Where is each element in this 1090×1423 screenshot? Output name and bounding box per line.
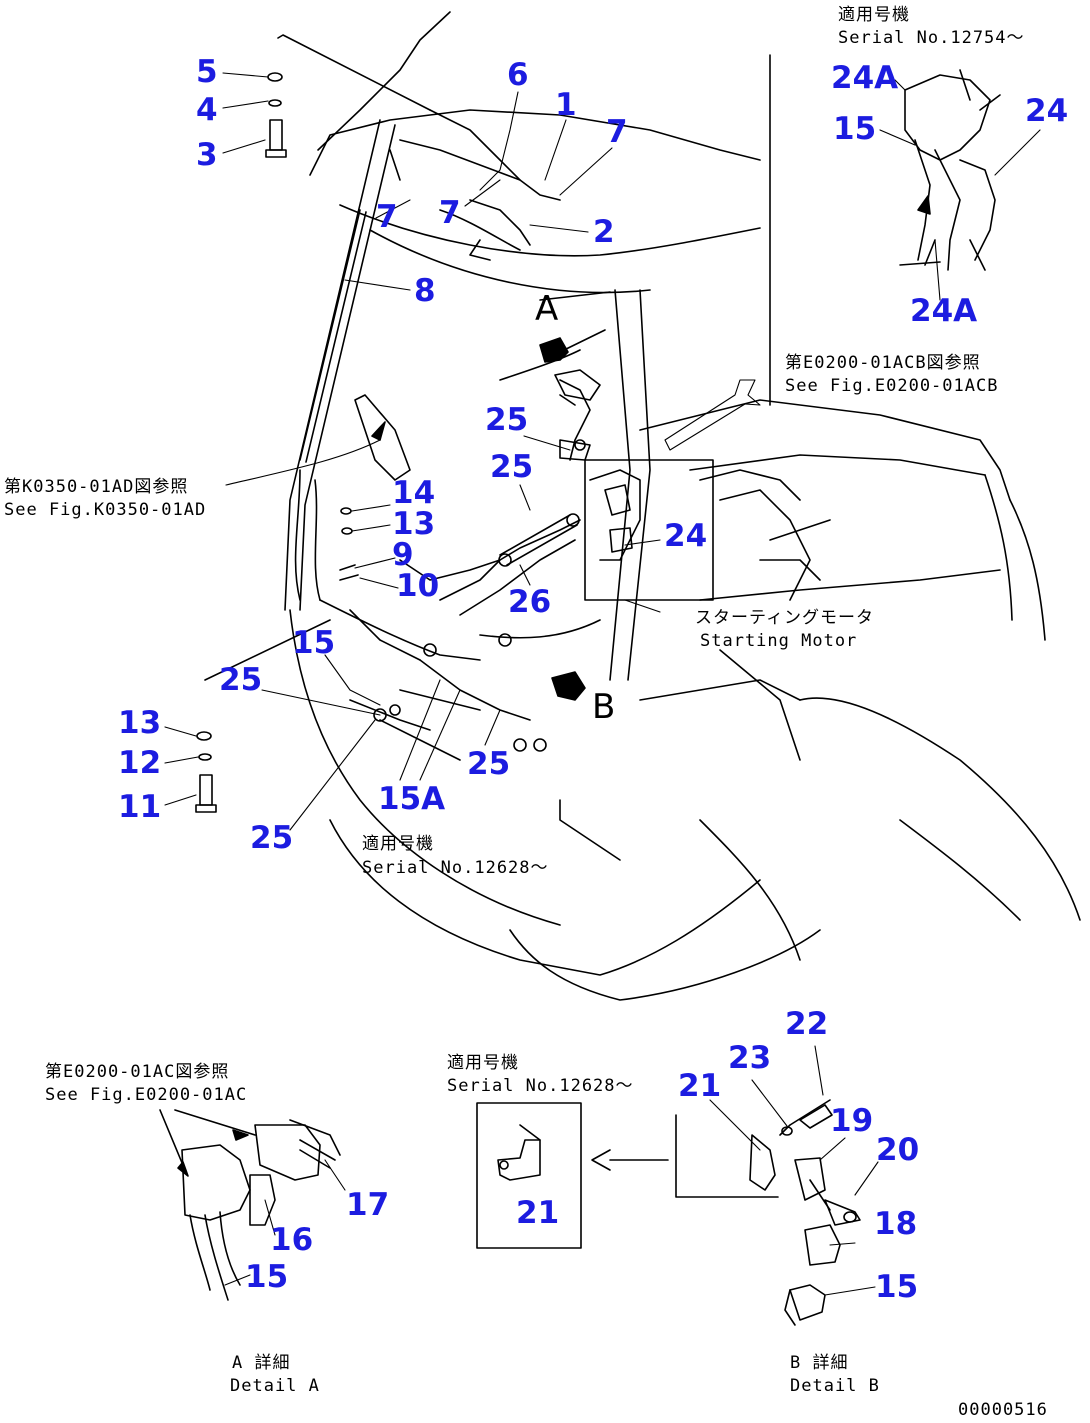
serial-note-mid-en: Serial No.12628～	[362, 858, 549, 878]
callout-7: 7	[439, 195, 461, 231]
callout-5: 5	[196, 54, 218, 90]
callout-11: 11	[118, 789, 162, 825]
callout-8: 8	[414, 273, 436, 309]
callout-25: 25	[219, 662, 263, 698]
callout-15: 15	[875, 1269, 919, 1305]
callout-25: 25	[490, 449, 534, 485]
serial-note-top-jp: 適用号機	[838, 5, 910, 25]
callout-23: 23	[728, 1040, 772, 1076]
serial-note-top-en: Serial No.12754～	[838, 28, 1025, 48]
callout-13: 13	[118, 705, 162, 741]
callout-24a: 24A	[910, 293, 978, 329]
callout-24a: 24A	[831, 60, 899, 96]
callout-12: 12	[118, 745, 162, 781]
callout-19: 19	[830, 1103, 874, 1139]
callout-18: 18	[874, 1206, 918, 1242]
callout-13: 13	[392, 506, 436, 542]
drawing-number: 00000516	[958, 1400, 1048, 1420]
callout-20: 20	[876, 1132, 920, 1168]
reference-k0350-jp: 第K0350-01AD図参照	[4, 477, 189, 497]
detail-a-caption-en: Detail A	[230, 1376, 320, 1396]
serial-note-mid-jp: 適用号機	[362, 834, 434, 854]
serial-note-inset-jp: 適用号機	[447, 1053, 519, 1073]
callout-21: 21	[516, 1195, 560, 1231]
starting-motor-label-jp: スターティングモータ	[695, 608, 874, 628]
callout-21: 21	[678, 1068, 722, 1104]
callout-25: 25	[467, 746, 511, 782]
reference-e0200-ac-jp: 第E0200-01AC図参照	[45, 1062, 230, 1082]
callout-3: 3	[196, 137, 218, 173]
callout-15: 15	[833, 111, 877, 147]
callout-26: 26	[508, 584, 552, 620]
callout-1: 1	[555, 87, 577, 123]
reference-k0350-en: See Fig.K0350-01AD	[4, 500, 207, 520]
reference-e0200-acb-en: See Fig.E0200-01ACB	[785, 376, 999, 396]
callout-25: 25	[250, 820, 294, 856]
view-letter-a: A	[535, 289, 559, 329]
starting-motor-label-en: Starting Motor	[700, 631, 858, 651]
callout-9: 9	[392, 537, 414, 573]
reference-e0200-acb-jp: 第E0200-01ACB図参照	[785, 353, 981, 373]
callout-7: 7	[376, 199, 398, 235]
callout-10: 10	[396, 568, 440, 604]
callout-15: 15	[292, 625, 336, 661]
callout-25: 25	[485, 402, 529, 438]
callout-15: 15	[245, 1259, 289, 1295]
view-letter-b: B	[592, 687, 616, 727]
callout-15a: 15A	[378, 781, 446, 817]
callout-6: 6	[507, 57, 529, 93]
serial-note-inset-en: Serial No.12628～	[447, 1076, 634, 1096]
cab-frame-drawing	[159, 11, 1081, 1326]
callout-22: 22	[785, 1006, 829, 1042]
callout-7: 7	[606, 114, 628, 150]
callout-4: 4	[196, 92, 218, 128]
callout-2: 2	[593, 214, 615, 250]
detail-a-caption-jp: A 詳細	[232, 1353, 291, 1373]
callout-14: 14	[392, 475, 436, 511]
callout-17: 17	[346, 1187, 390, 1223]
detail-b-caption-en: Detail B	[790, 1376, 880, 1396]
reference-e0200-ac-en: See Fig.E0200-01AC	[45, 1085, 248, 1105]
detail-b-caption-jp: B 詳細	[790, 1353, 849, 1373]
callout-24: 24	[664, 518, 708, 554]
callout-16: 16	[270, 1222, 314, 1258]
callout-24: 24	[1025, 93, 1069, 129]
